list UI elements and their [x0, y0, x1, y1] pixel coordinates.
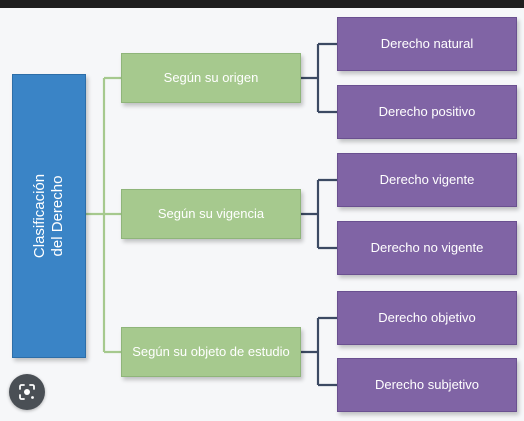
- leaf-label: Derecho subjetivo: [374, 376, 480, 392]
- leaf-label: Derecho objetivo: [378, 309, 476, 325]
- leaf-label: Derecho vigente: [379, 171, 475, 187]
- lens-search-icon: [19, 384, 35, 400]
- branch-node-objeto-estudio: Según su objeto de estudio: [121, 327, 301, 377]
- lens-search-button[interactable]: [9, 374, 45, 410]
- root-connector: [86, 76, 121, 354]
- leaf-node-derecho-objetivo: Derecho objetivo: [337, 291, 517, 345]
- leaf-node-derecho-no-vigente: Derecho no vigente: [337, 221, 517, 275]
- leaf-node-derecho-vigente: Derecho vigente: [337, 153, 517, 207]
- leaf-node-derecho-natural: Derecho natural: [337, 17, 517, 71]
- branch-node-origen: Según su origen: [121, 53, 301, 103]
- leaf-connectors: [301, 42, 337, 387]
- leaf-node-derecho-positivo: Derecho positivo: [337, 85, 517, 139]
- root-node: Clasificación del Derecho: [12, 74, 86, 358]
- branch-label: Según su origen: [163, 69, 259, 85]
- top-bar: [0, 0, 524, 8]
- leaf-label: Derecho no vigente: [370, 239, 484, 255]
- leaf-label: Derecho natural: [380, 35, 474, 51]
- root-label-line2: del Derecho: [49, 175, 67, 257]
- branch-node-vigencia: Según su vigencia: [121, 189, 301, 239]
- branch-label: Según su objeto de estudio: [132, 343, 290, 359]
- leaf-label: Derecho positivo: [378, 103, 476, 119]
- leaf-node-derecho-subjetivo: Derecho subjetivo: [337, 358, 517, 412]
- root-label: Clasificación del Derecho: [31, 174, 67, 258]
- root-label-line1: Clasificación: [31, 173, 49, 259]
- branch-label: Según su vigencia: [157, 205, 265, 221]
